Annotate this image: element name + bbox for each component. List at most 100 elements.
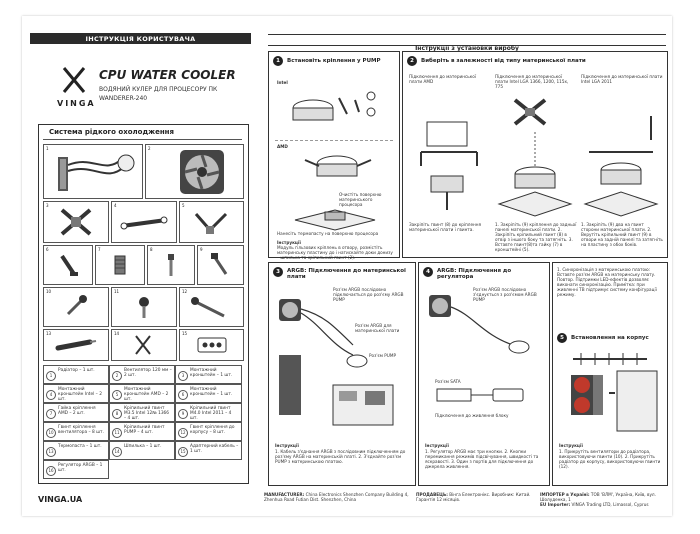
step4-label-c: Підключення до живлення блоку	[435, 413, 509, 418]
step3-label-c: Роз'єм PUMP	[369, 353, 396, 358]
step4-instr-title: Інструкції	[425, 443, 449, 448]
step1-title: Встановіть кріплення у PUMP	[287, 58, 381, 64]
part-cell-bracket-a: 3	[43, 201, 109, 243]
parts-list-number: 6	[178, 390, 188, 400]
part-num: 13	[46, 331, 52, 336]
part-num: 5	[182, 203, 185, 208]
part-num: 10	[46, 289, 52, 294]
parts-list-text: Монтажний кронштейн – 1 шт.	[190, 387, 233, 397]
parts-list-number: 4	[46, 390, 56, 400]
part-cell-10: 10	[43, 287, 109, 327]
parts-list-text: Регулятор ARGB – 1 шт.	[58, 463, 103, 473]
step5-instr-text: 1. Прикрутіть вентилятори до радіатора, …	[559, 449, 661, 469]
part-num: 6	[46, 247, 49, 252]
intel-bracket-icon	[120, 216, 168, 230]
step1-intel-label: Intel	[277, 80, 288, 85]
step2-note-a: Закріпіть гвинт (8) до кріплення материн…	[409, 222, 482, 232]
part-num: 8	[150, 247, 153, 252]
step4-number: 4	[423, 267, 433, 277]
step1-note-apply: Нанесіть термопасту на поверхню процесор…	[277, 231, 379, 236]
parts-list-number: 12	[178, 428, 188, 438]
parts-list-number: 14	[112, 447, 122, 457]
parts-list-number: 5	[112, 390, 122, 400]
screw-long-icon	[211, 253, 228, 275]
parts-list-text: Монтажний кронштейн Intel – 2 шт.	[58, 387, 102, 402]
parts-list-text: Адаптерний кабель – 1 шт.	[190, 444, 239, 454]
step2-note-b: 1. Закріпіть (9) кріплення до задньої па…	[495, 222, 577, 252]
parts-list-number: 7	[46, 409, 56, 419]
part-cell-radiator: 1	[43, 144, 143, 199]
step4-instr-text: 1. Регулятор ARGB має три кнопки. 2. Кно…	[425, 449, 539, 469]
step3-label-b: Роз'єм ARGB для материнської плати	[355, 323, 400, 333]
parts-list-text: Гвинт кріплення вентилятора – 8 шт.	[58, 425, 104, 435]
step1-amd-pump-icon	[304, 155, 372, 177]
step2-panel: 2 Виберіть в залежності від типу материн…	[402, 51, 668, 258]
part-cell-13: 13	[43, 329, 109, 361]
step5-panel: 1. Синхронізація з материнською платою: …	[552, 262, 668, 486]
parts-list-number: 3	[178, 371, 188, 381]
step5-top-text: 1. Синхронізація з материнською платою: …	[557, 267, 657, 297]
part-cell-8: 8	[147, 245, 195, 285]
product-subtitle-2: WANDERER-240	[99, 95, 148, 102]
step1-note-paste: Очистіть поверхню материнського процесор…	[339, 192, 382, 207]
parts-list-text: Гайка кріплення AMD – 2 шт.	[58, 406, 96, 416]
part-cell-bracket-intel: 4	[111, 201, 177, 243]
parts-list-text: Гвинт кріплення до корпусу – 8 шт.	[190, 425, 235, 435]
fan-icon	[180, 150, 224, 194]
case-screw-icon	[191, 297, 225, 318]
step5-title: Встановлення на корпус	[571, 335, 649, 341]
left-header-bar: ІНСТРУКЦІЯ КОРИСТУВАЧА	[30, 33, 251, 44]
step2-lga2011-diagram	[583, 116, 659, 217]
step4-wiring-diagram	[429, 295, 530, 402]
step1-instr-text: Модуль гільзових кріплень в отвору, розм…	[277, 245, 393, 260]
parts-list-text: Кріпильний гвинт M3.5 Intel 12№ 1366 – 4…	[124, 406, 170, 421]
parts-list-number: 1	[46, 371, 56, 381]
parts-list-number: 9	[178, 409, 188, 419]
step1-intel-pump-icon	[292, 91, 376, 121]
footer-eu-label: EU Importer:	[540, 502, 571, 507]
parts-list-number: 15	[178, 447, 188, 457]
part-num: 4	[114, 203, 117, 208]
part-cell-bracket-amd: 5	[179, 201, 244, 243]
vinga-logo: VINGA	[55, 64, 96, 112]
parts-list-text: Термопаста – 1 шт.	[58, 444, 102, 449]
screw-icon	[168, 254, 174, 276]
step2-col1-title: Підключення до материнської плати AMD	[409, 74, 476, 84]
step2-col3-title: Підключення до материнської плати Intel …	[581, 74, 663, 84]
part-cell-7: 7	[95, 245, 145, 285]
step3-number: 3	[273, 267, 283, 277]
parts-list-number: 11	[112, 428, 122, 438]
left-header-title: ІНСТРУКЦІЯ КОРИСТУВАЧА	[85, 34, 196, 43]
step5-case-diagram	[571, 353, 658, 432]
part-cell-14: 14	[111, 329, 177, 361]
parts-list-number: 2	[112, 371, 122, 381]
parts-list-number: 13	[46, 447, 56, 457]
part-num: 15	[182, 331, 188, 336]
step1-cpu-icon	[294, 209, 376, 231]
part-num: 1	[46, 146, 49, 151]
step4-title: ARGB: Підключення до регулятора	[437, 268, 512, 280]
website-url: VINGA.UA	[38, 495, 83, 504]
pin-icon	[135, 335, 151, 355]
parts-list-number: 10	[46, 428, 56, 438]
parts-list-text: Шпилька – 1 шт.	[124, 444, 162, 449]
step3-label-a: Роз'єм ARGB послідовно підключається до …	[333, 287, 404, 302]
footer-manufacturer-label: MANUFACTURER:	[264, 492, 305, 497]
step2-number: 2	[407, 56, 417, 66]
bracket-icon	[60, 208, 92, 236]
brand-name: VINGA	[57, 99, 96, 108]
step4-label-a: Роз'єм ARGB послідовно з'єднується з роз…	[473, 287, 537, 302]
part-num: 12	[182, 289, 188, 294]
step3-wiring-diagram	[279, 299, 394, 426]
step1-number: 1	[273, 56, 283, 66]
